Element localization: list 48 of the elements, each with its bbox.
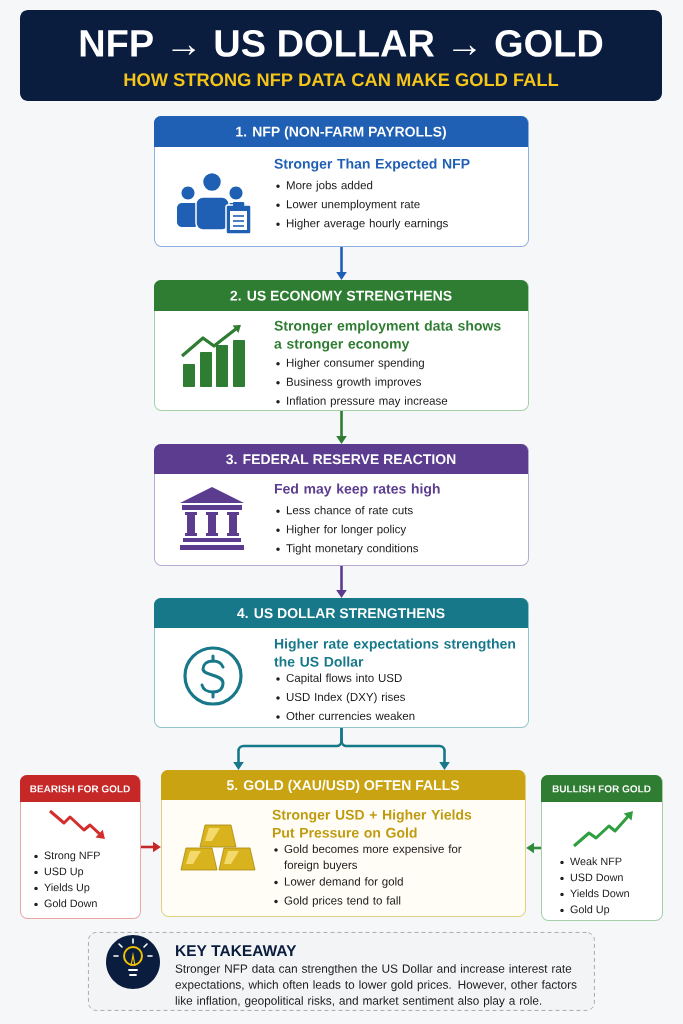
list-item: USD Index (DXY) rises <box>286 692 406 704</box>
list-item: Strong NFP <box>44 851 100 862</box>
list-item: Weak NFP <box>570 857 622 866</box>
list-item: Business growth improves <box>286 377 422 389</box>
list-item: Inflation pressure may increase <box>287 396 448 408</box>
list-item: Gold prices tend to fall <box>284 896 401 907</box>
list-item: Gold becomes more expensive for foreign buyers <box>284 844 462 872</box>
list-item: Lower demand for gold <box>284 877 403 888</box>
note-box <box>88 932 595 1011</box>
card-heading: Fed may keep rates high <box>274 483 440 497</box>
card-heading: Higher rate expectations strengthen the US Dollar <box>274 638 516 667</box>
list-item: Higher average hourly earnings <box>286 218 448 230</box>
list-item: Gold Up <box>570 905 610 916</box>
arrow <box>340 728 450 770</box>
step-card <box>154 598 529 728</box>
title: NFP → US DOLLAR → GOLD <box>80 29 603 57</box>
header-text: 5. GOLD (XAU/USD) OFTEN FALLS <box>226 779 459 793</box>
list-item: Less chance of rate cuts <box>286 505 413 515</box>
header-text: 3. FEDERAL RESERVE REACTION <box>226 454 456 465</box>
list-item: Yields Up <box>44 883 90 894</box>
list-item: Capital flows into USD <box>286 673 402 685</box>
card-heading: Stronger USD + Higher Yields Put Pressure on Gold <box>272 809 472 838</box>
list-item: Yields Down <box>570 889 629 898</box>
list-item: USD Down <box>570 873 623 882</box>
header-text: 2. US ECONOMY STRENGTHENS <box>230 290 452 301</box>
list-item: More jobs added <box>286 180 373 192</box>
list-item: USD Up <box>44 867 84 878</box>
header-text: 1. NFP (NON-FARM PAYROLLS) <box>236 126 446 140</box>
subtitle: HOW STRONG NFP DATA CAN MAKE GOLD FALL <box>124 73 559 87</box>
list-item: Higher for longer policy <box>286 524 407 536</box>
header-text: BULLISH FOR GOLD <box>552 785 651 793</box>
step-card <box>154 280 529 411</box>
list-item: Higher consumer spending <box>286 358 424 370</box>
step-card <box>154 444 529 566</box>
note-heading: KEY TAKEAWAY <box>176 945 297 956</box>
card-heading: Stronger Than Expected NFP <box>274 158 470 172</box>
list-item: Lower unemployment rate <box>286 199 420 211</box>
info-card <box>541 775 663 921</box>
header-text: 4. US DOLLAR STRENGTHENS <box>237 608 445 619</box>
list-item: Gold Down <box>44 899 97 908</box>
step-card <box>161 770 526 917</box>
note-text: Stronger NFP data can strengthen the US Dollar and increase interest rate expectations, which often leads to lower gold prices. However, other factors like inflation, geopolitical risks, and market sentiment also play a role. <box>175 964 577 1008</box>
list-item: Other currencies weaken <box>286 711 415 721</box>
info-card <box>20 775 141 919</box>
header-text: BEARISH FOR GOLD <box>30 785 130 793</box>
step-card <box>154 116 529 247</box>
card-heading: Stronger employment data shows a stronger economy <box>274 320 501 352</box>
list-item: Tight monetary conditions <box>286 543 419 555</box>
